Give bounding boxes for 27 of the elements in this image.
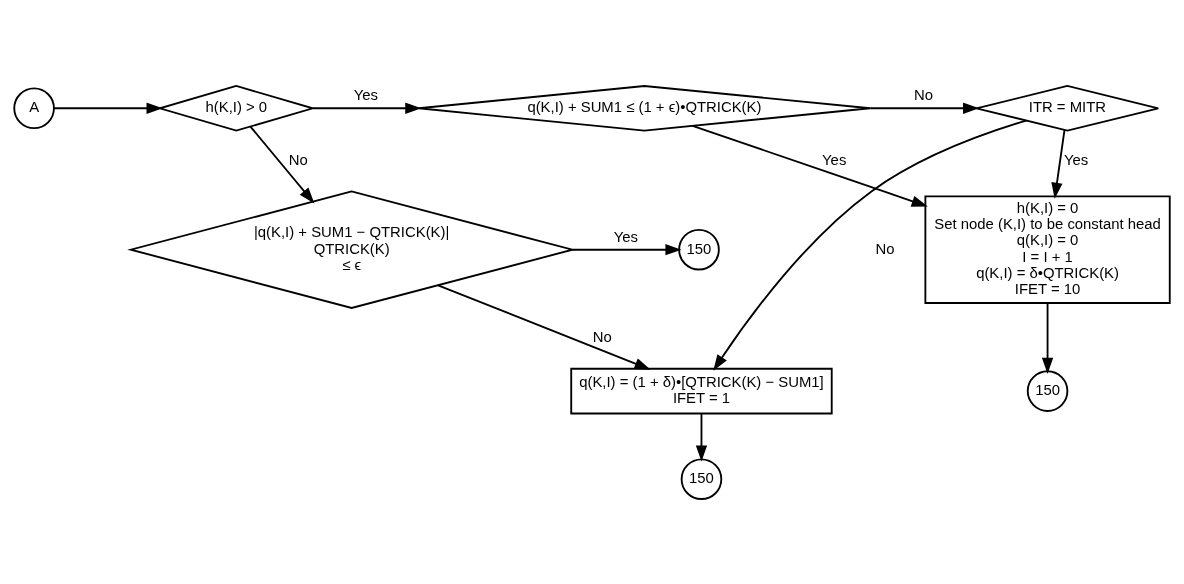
edge-label: Yes (353, 86, 378, 103)
node-diamond: ITR = MITR (975, 84, 1160, 132)
arrow (571, 243, 682, 255)
node-circle: 150 (1026, 369, 1069, 412)
arrow (249, 125, 315, 204)
node-diamond: q(K,I) + SUM1 ≤ (1 + ϵ)•QTRICK(K) (417, 84, 871, 132)
arrow (691, 124, 928, 207)
node-circle: 150 (678, 228, 720, 270)
edge-label: No (288, 151, 308, 168)
edge-label: Yes (822, 151, 847, 168)
arrow (713, 119, 1028, 371)
node-circle: 150 (680, 457, 723, 500)
arrow (869, 102, 980, 114)
edge-label: No (913, 86, 933, 103)
arrow (312, 102, 422, 114)
arrow (695, 412, 708, 462)
node-circle: A (13, 87, 55, 129)
edge-label: Yes (1063, 151, 1089, 168)
node-box: h(K,I) = 0 Set node (K,I) to be constant head q(K,I) = 0 I = I + 1 q(K,I) = δ•QTRICK(K) IFET = 10 (924, 194, 1171, 304)
node-box: q(K,I) = (1 + δ)•[QTRICK(K) − SUM1] IFET = 1 (570, 367, 833, 414)
arrow (1051, 128, 1066, 199)
arrow (53, 102, 163, 114)
edge-label: No (875, 240, 895, 257)
edge-label: No (592, 328, 612, 345)
arrow (437, 283, 651, 370)
edge-label: Yes (613, 228, 638, 245)
arrow (1041, 301, 1054, 374)
